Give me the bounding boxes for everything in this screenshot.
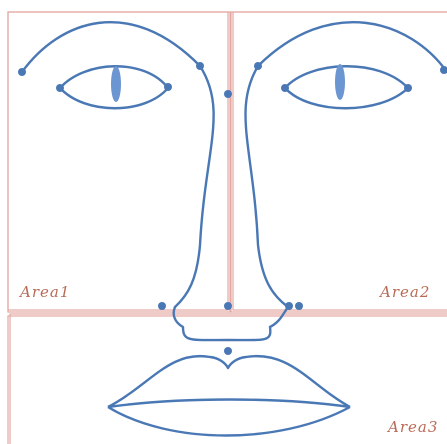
left-eye [60,66,168,108]
right-eye-inner-dot [281,84,289,92]
mouth [108,356,350,435]
right-eye-pupil [335,64,345,100]
right-eyebrow-nose-line [246,22,447,307]
right-nostril-left-dot [285,302,293,310]
lip-line [108,400,350,408]
nose-bridge-dot [224,90,232,98]
area2-box [233,12,447,310]
left-eye-outer-dot [56,84,64,92]
lower-lip [108,407,350,436]
right-brow-inner-dot [254,62,262,70]
left-brow-outer-dot [18,68,26,76]
area1-label: Area1 [18,283,70,301]
left-eye-pupil [111,66,121,102]
upper-lip-center-dot [224,347,232,355]
area3-label: Area3 [386,418,438,436]
right-brow-outer-dot [440,66,447,74]
area3-inner-edge [10,314,447,444]
right-eye [285,64,408,108]
left-eyebrow-nose-line [22,22,214,307]
nose-tip-dot [224,302,232,310]
left-brow-inner-dot [196,62,204,70]
area1-box [8,12,228,310]
right-eye-outer-dot [404,84,412,92]
right-eye-outline [285,66,408,108]
left-eye-inner-dot [164,83,172,91]
area3-box [8,316,447,444]
left-nostril-dot [158,302,166,310]
area2-label: Area2 [378,283,430,301]
right-nostril-right-dot [295,302,303,310]
